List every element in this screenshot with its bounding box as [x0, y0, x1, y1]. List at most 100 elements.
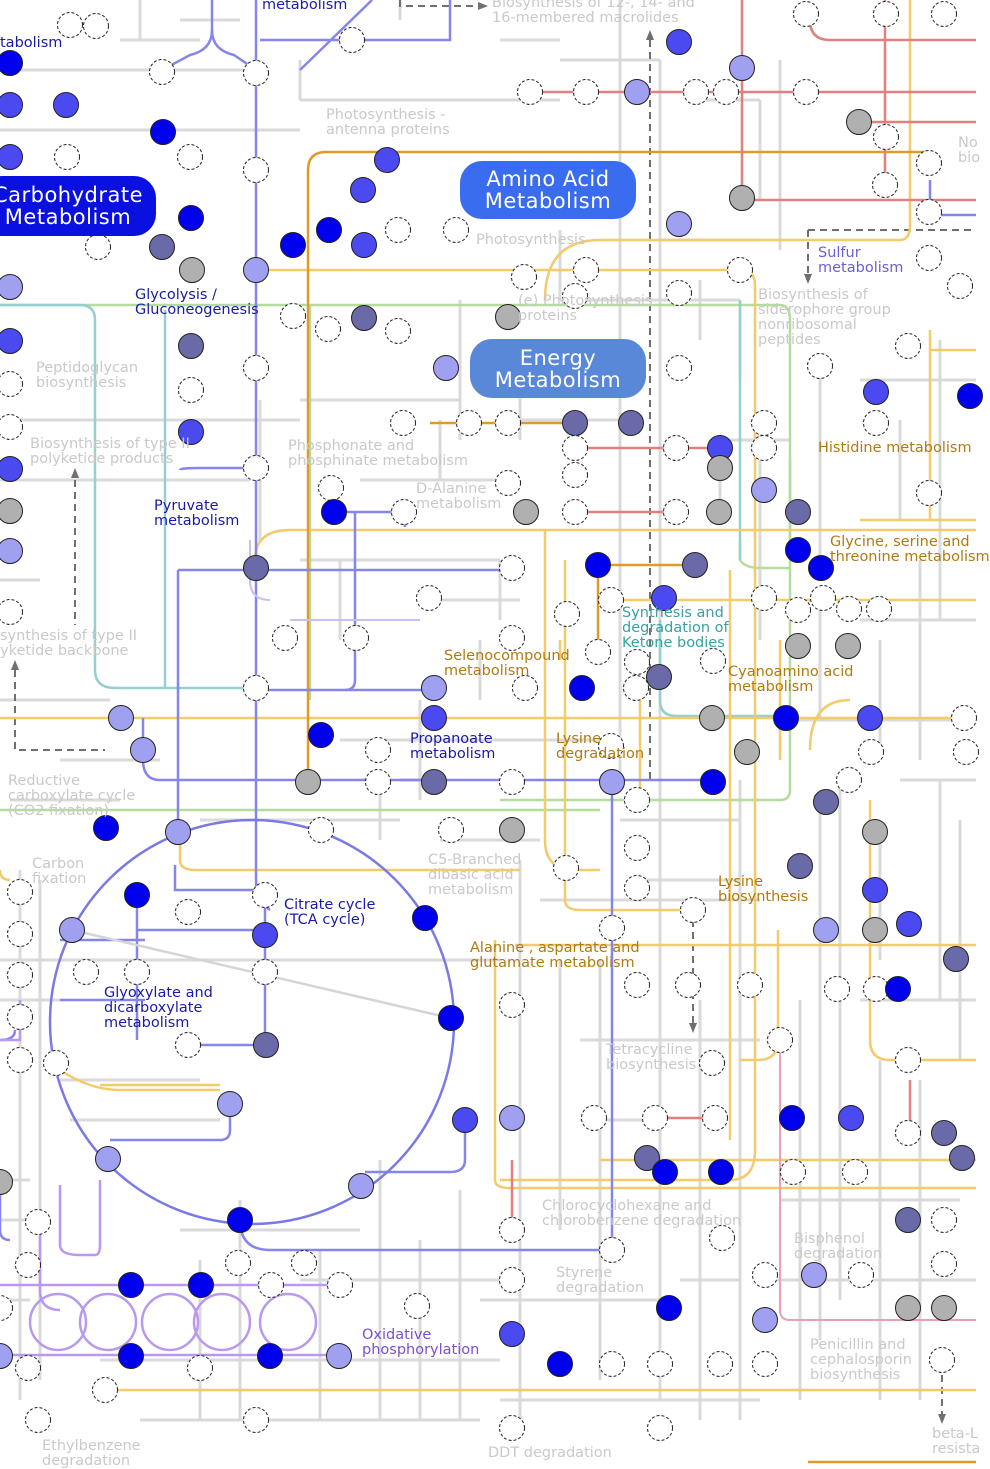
- compound-node[interactable]: [225, 1250, 251, 1276]
- compound-node[interactable]: [618, 410, 644, 436]
- compound-node[interactable]: [666, 29, 692, 55]
- compound-node[interactable]: [813, 917, 839, 943]
- compound-node[interactable]: [896, 911, 922, 937]
- compound-node[interactable]: [553, 855, 579, 881]
- compound-node[interactable]: [85, 234, 111, 260]
- compound-node[interactable]: [916, 150, 942, 176]
- compound-node[interactable]: [624, 875, 650, 901]
- compound-node[interactable]: [785, 633, 811, 659]
- compound-node[interactable]: [59, 917, 85, 943]
- compound-node[interactable]: [751, 585, 777, 611]
- compound-node[interactable]: [7, 879, 33, 905]
- compound-node[interactable]: [585, 552, 611, 578]
- compound-node[interactable]: [0, 1169, 13, 1195]
- compound-node[interactable]: [187, 1355, 213, 1381]
- compound-node[interactable]: [624, 79, 650, 105]
- compound-node[interactable]: [0, 599, 23, 625]
- compound-node[interactable]: [227, 1207, 253, 1233]
- compound-node[interactable]: [751, 410, 777, 436]
- compound-node[interactable]: [813, 789, 839, 815]
- pathway-label-sulfur[interactable]: Sulfur metabolism: [818, 245, 904, 276]
- compound-node[interactable]: [165, 819, 191, 845]
- compound-node[interactable]: [624, 649, 650, 675]
- compound-node[interactable]: [785, 537, 811, 563]
- pathway-label-c5[interactable]: C5-Branched dibasic acid metabolism: [428, 852, 522, 898]
- compound-node[interactable]: [433, 355, 459, 381]
- compound-node[interactable]: [885, 976, 911, 1002]
- compound-node[interactable]: [916, 199, 942, 225]
- pathway-label-reductive[interactable]: Reductive carboxylate cycle (CO2 fixatio…: [8, 773, 136, 819]
- carbohydrate-category-label[interactable]: Carbohydrate Metabolism: [0, 176, 156, 236]
- compound-node[interactable]: [178, 333, 204, 359]
- compound-node[interactable]: [562, 499, 588, 525]
- pathway-label-peptidoglycan[interactable]: Peptidoglycan biosynthesis: [36, 360, 139, 391]
- compound-node[interactable]: [666, 355, 692, 381]
- compound-node[interactable]: [7, 921, 33, 947]
- compound-node[interactable]: [178, 377, 204, 403]
- compound-node[interactable]: [773, 705, 799, 731]
- compound-node[interactable]: [838, 1105, 864, 1131]
- compound-node[interactable]: [729, 55, 755, 81]
- compound-node[interactable]: [751, 435, 777, 461]
- compound-node[interactable]: [499, 625, 525, 651]
- compound-node[interactable]: [499, 555, 525, 581]
- compound-node[interactable]: [656, 1295, 682, 1321]
- compound-node[interactable]: [943, 946, 969, 972]
- compound-node[interactable]: [253, 1032, 279, 1058]
- compound-node[interactable]: [873, 1, 899, 27]
- compound-node[interactable]: [217, 1091, 243, 1117]
- pathway-label-histidine[interactable]: Histidine metabolism: [818, 440, 972, 456]
- compound-node[interactable]: [779, 1105, 805, 1131]
- compound-node[interactable]: [682, 552, 708, 578]
- compound-node[interactable]: [652, 1159, 678, 1185]
- compound-node[interactable]: [0, 274, 23, 300]
- compound-node[interactable]: [951, 705, 977, 731]
- compound-node[interactable]: [581, 1105, 607, 1131]
- pathway-label-carbon-fixation[interactable]: Carbon fixation: [32, 856, 87, 887]
- pathway-label-oxidative[interactable]: Oxidative phosphorylation: [362, 1327, 480, 1358]
- compound-node[interactable]: [729, 185, 755, 211]
- compound-node[interactable]: [517, 79, 543, 105]
- compound-node[interactable]: [118, 1343, 144, 1369]
- compound-node[interactable]: [499, 1105, 525, 1131]
- compound-node[interactable]: [95, 1146, 121, 1172]
- compound-node[interactable]: [599, 915, 625, 941]
- compound-node[interactable]: [438, 817, 464, 843]
- compound-node[interactable]: [499, 1217, 525, 1243]
- compound-node[interactable]: [598, 733, 624, 759]
- compound-node[interactable]: [808, 555, 834, 581]
- compound-node[interactable]: [895, 333, 921, 359]
- compound-node[interactable]: [666, 280, 692, 306]
- compound-node[interactable]: [252, 922, 278, 948]
- compound-node[interactable]: [7, 962, 33, 988]
- compound-node[interactable]: [562, 283, 588, 309]
- compound-node[interactable]: [562, 410, 588, 436]
- compound-node[interactable]: [895, 1207, 921, 1233]
- compound-node[interactable]: [0, 144, 23, 170]
- compound-node[interactable]: [585, 639, 611, 665]
- compound-node[interactable]: [916, 245, 942, 271]
- compound-node[interactable]: [699, 1050, 725, 1076]
- compound-node[interactable]: [751, 477, 777, 503]
- pathway-label-alanine[interactable]: Alanine , aspartate and glutamate metabo…: [470, 940, 640, 971]
- compound-node[interactable]: [316, 217, 342, 243]
- compound-node[interactable]: [599, 769, 625, 795]
- compound-node[interactable]: [499, 817, 525, 843]
- compound-node[interactable]: [947, 273, 973, 299]
- compound-node[interactable]: [243, 1407, 269, 1433]
- compound-node[interactable]: [365, 737, 391, 763]
- compound-node[interactable]: [624, 787, 650, 813]
- compound-node[interactable]: [706, 499, 732, 525]
- compound-node[interactable]: [727, 257, 753, 283]
- compound-node[interactable]: [836, 767, 862, 793]
- compound-node[interactable]: [149, 59, 175, 85]
- pathway-label-penicillin[interactable]: Penicillin and cephalosporin biosynthesi…: [810, 1337, 912, 1383]
- compound-node[interactable]: [243, 675, 269, 701]
- compound-node[interactable]: [663, 435, 689, 461]
- compound-node[interactable]: [931, 1295, 957, 1321]
- pathway-label-ddt[interactable]: DDT degradation: [488, 1445, 612, 1461]
- compound-node[interactable]: [573, 79, 599, 105]
- compound-node[interactable]: [54, 144, 80, 170]
- compound-node[interactable]: [326, 1343, 352, 1369]
- compound-node[interactable]: [456, 410, 482, 436]
